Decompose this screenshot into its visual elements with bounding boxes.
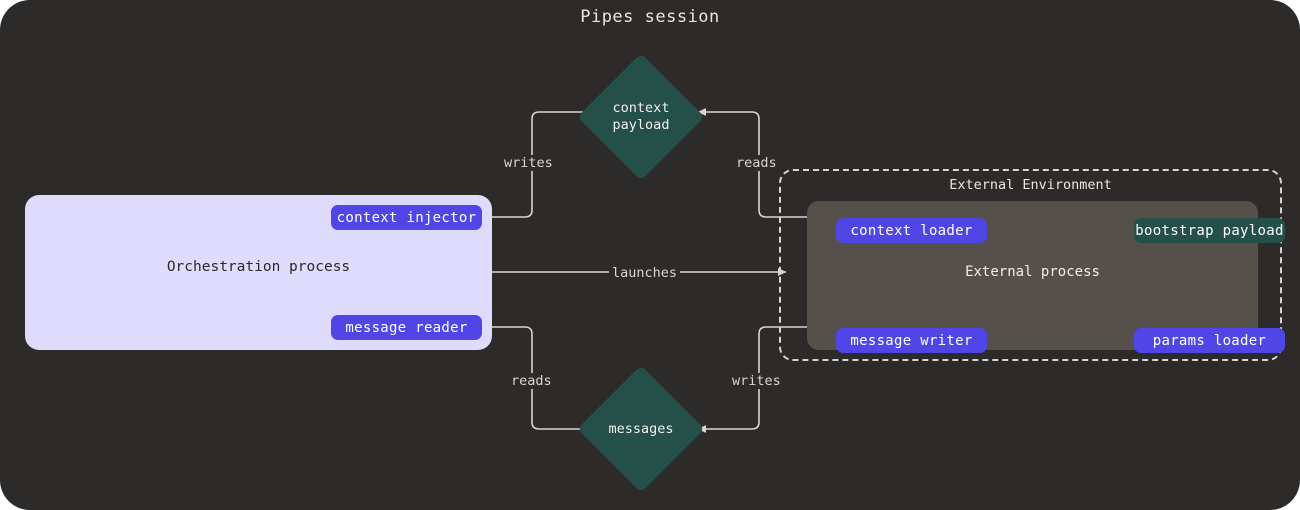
node-messages[interactable]: messages bbox=[577, 365, 705, 493]
edge-label-writes-messages: writes bbox=[729, 373, 784, 389]
edge-label-writes-context-payload: writes bbox=[501, 155, 556, 171]
edge-label-reads-messages: reads bbox=[508, 373, 555, 389]
external-process-box[interactable]: External process context loader bootstra… bbox=[807, 201, 1285, 353]
edge-label-reads-context-payload: reads bbox=[733, 155, 780, 171]
node-context-loader[interactable]: context loader bbox=[836, 218, 987, 243]
node-context-payload[interactable]: context payload bbox=[577, 53, 705, 181]
node-message-reader[interactable]: message reader bbox=[331, 315, 482, 340]
orchestration-process-panel[interactable]: Orchestration process context injector m… bbox=[25, 195, 492, 350]
node-context-payload-label: context payload bbox=[612, 100, 670, 133]
node-bootstrap-payload[interactable]: bootstrap payload bbox=[1134, 218, 1285, 243]
node-params-loader[interactable]: params loader bbox=[1134, 328, 1285, 353]
node-message-writer[interactable]: message writer bbox=[836, 328, 987, 353]
external-process-label: External process bbox=[965, 264, 1100, 280]
external-environment-label: External Environment bbox=[949, 177, 1112, 193]
external-environment-panel[interactable]: External Environment External process co… bbox=[779, 169, 1285, 361]
orchestration-process-label: Orchestration process bbox=[166, 259, 351, 275]
node-messages-label: messages bbox=[608, 420, 674, 437]
node-context-injector[interactable]: context injector bbox=[331, 205, 482, 230]
page-title: Pipes session bbox=[580, 7, 720, 27]
edge-label-launches: launches bbox=[609, 265, 681, 281]
